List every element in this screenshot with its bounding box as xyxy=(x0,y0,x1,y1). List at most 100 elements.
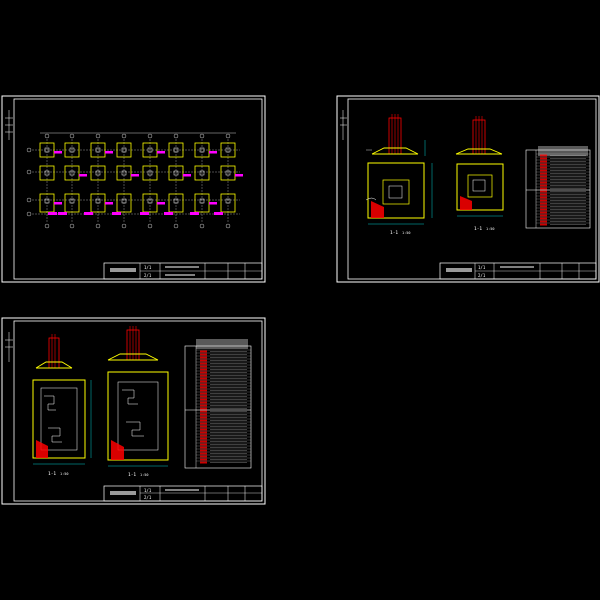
title-code-2: 2/1 xyxy=(478,273,486,278)
rebar-schedule-table xyxy=(525,146,591,229)
schedule-rebar-mark xyxy=(540,184,547,187)
footing-pad xyxy=(168,142,184,158)
footing-tag xyxy=(131,174,139,177)
footing-tag xyxy=(105,151,113,154)
schedule-cell-text xyxy=(550,197,586,198)
schedule-cell-text xyxy=(550,209,586,210)
schedule-rebar-mark xyxy=(200,365,207,368)
schedule-cell-text xyxy=(550,176,586,177)
axis-bubble-icon xyxy=(26,197,32,203)
section-label-d: 1-1 xyxy=(128,472,136,478)
schedule-cell-text xyxy=(210,390,247,391)
schedule-rebar-mark xyxy=(200,437,207,440)
footing-pad xyxy=(142,165,158,181)
schedule-rebar-mark xyxy=(200,410,207,413)
schedule-cell-text xyxy=(550,164,586,165)
schedule-cell-text xyxy=(210,423,247,424)
schedule-cell-text xyxy=(210,363,247,364)
footing-layout xyxy=(39,142,243,215)
section-label-c: 1-1 xyxy=(48,471,56,477)
footing-c-elevation xyxy=(35,334,73,369)
schedule-rebar-mark xyxy=(540,169,547,172)
axis-bubble-icon xyxy=(26,147,32,153)
column-stub xyxy=(147,198,153,204)
axis-bubble-icon xyxy=(147,133,153,139)
schedule-rebar-mark xyxy=(540,157,547,160)
schedule-rebar-mark xyxy=(540,202,547,205)
schedule-rebar-mark xyxy=(540,178,547,181)
schedule-cell-text xyxy=(550,179,586,180)
schedule-cell-text xyxy=(210,441,247,442)
column-stub xyxy=(44,170,50,176)
column-stub xyxy=(95,198,101,204)
schedule-cell-text xyxy=(550,182,586,183)
footing-pad xyxy=(39,165,55,181)
column-stub xyxy=(225,170,231,176)
title-code-1: 1/1 xyxy=(478,265,486,270)
schedule-cell-text xyxy=(210,462,247,463)
axis-bubble-icon xyxy=(225,223,231,229)
column-stub xyxy=(199,147,205,153)
column-stub xyxy=(69,170,75,176)
schedule-rebar-mark xyxy=(200,443,207,446)
schedule-rebar-mark xyxy=(200,362,207,365)
schedule-cell-text xyxy=(550,158,586,159)
title-code-2: 2/1 xyxy=(144,273,152,278)
schedule-cell-text xyxy=(550,188,586,189)
column-stub xyxy=(225,147,231,153)
schedule-rebar-mark xyxy=(200,386,207,389)
schedule-cell-text xyxy=(210,456,247,457)
schedule-rebar-mark xyxy=(200,392,207,395)
schedule-cell-text xyxy=(550,173,586,174)
section-label-a: 1-1 xyxy=(390,230,398,236)
column-stub xyxy=(199,170,205,176)
schedule-rebar-mark xyxy=(200,425,207,428)
schedule-rebar-mark xyxy=(540,220,547,223)
schedule-rebar-mark xyxy=(200,440,207,443)
schedule-cell-text xyxy=(210,444,247,445)
schedule-rebar-mark xyxy=(200,350,207,353)
schedule-cell-text xyxy=(210,438,247,439)
schedule-cell-text xyxy=(210,459,247,460)
schedule-cell-text xyxy=(550,215,586,216)
schedule-rebar-mark xyxy=(200,401,207,404)
footing-tag xyxy=(79,174,87,177)
schedule-cell-text xyxy=(550,218,586,219)
schedule-rebar-mark xyxy=(540,199,547,202)
axis-bubble-icon xyxy=(95,133,101,139)
schedule-rebar-mark xyxy=(200,389,207,392)
footing-pad xyxy=(39,142,55,158)
schedule-cell-text xyxy=(550,224,586,225)
schedule-cell-text xyxy=(210,351,247,352)
footing-tag xyxy=(209,151,217,154)
schedule-cell-text xyxy=(550,167,586,168)
footing-pad xyxy=(220,142,236,158)
footing-tag xyxy=(190,212,199,215)
schedule-cell-text xyxy=(550,185,586,186)
axis-bubble-icon xyxy=(225,133,231,139)
schedule-cell-text xyxy=(210,432,247,433)
footing-b-elevation xyxy=(455,116,503,155)
schedule-cell-text xyxy=(550,212,586,213)
axis-bubble-icon xyxy=(199,133,205,139)
schedule-cell-text xyxy=(210,360,247,361)
footing-tag xyxy=(105,202,113,205)
footing-b-plan: 1-1 1:50 xyxy=(456,163,504,232)
schedule-cell-text xyxy=(210,402,247,403)
schedule-cell-text xyxy=(210,414,247,415)
schedule-rebar-mark xyxy=(540,172,547,175)
footing-tag xyxy=(235,174,243,177)
rebar-schedule-table xyxy=(184,339,252,469)
schedule-rebar-mark xyxy=(200,416,207,419)
schedule-rebar-mark xyxy=(540,163,547,166)
footing-tag xyxy=(209,202,217,205)
schedule-cell-text xyxy=(550,170,586,171)
schedule-cell-text xyxy=(210,447,247,448)
schedule-cell-text xyxy=(210,366,247,367)
column-stub xyxy=(95,170,101,176)
column-stub xyxy=(44,198,50,204)
footing-d-elevation xyxy=(107,326,159,361)
sheet-details-1: 1-1 1:50 1-1 1:50 xyxy=(336,95,600,283)
